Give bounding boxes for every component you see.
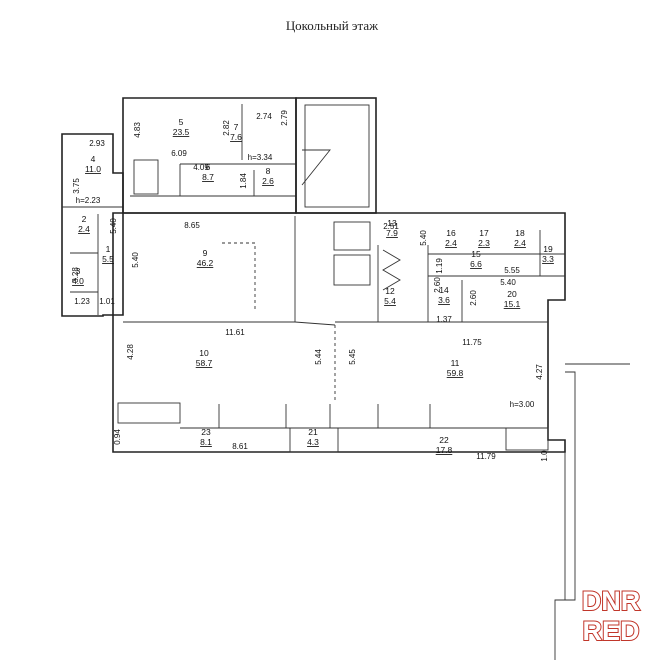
room-area-20: 15.1 — [504, 299, 521, 309]
dimension-label: 2.79 — [280, 110, 289, 126]
room-area-3: 4.0 — [72, 276, 84, 286]
dimension-label: 2.93 — [89, 139, 105, 148]
dimension-label: 5.40 — [500, 278, 516, 287]
room-number-16: 16 — [446, 228, 456, 238]
room-area-22: 17.8 — [436, 445, 453, 455]
room-area-4: 11.0 — [85, 164, 101, 174]
dimension-label: 1.0 — [540, 450, 549, 462]
room-number-17: 17 — [479, 228, 489, 238]
room-area-16: 2.4 — [445, 238, 457, 248]
dimension-label: 4.28 — [126, 344, 135, 360]
dimension-label: 5.40 — [419, 230, 428, 246]
dimension-label: h=3.00 — [510, 400, 535, 409]
room-number-3: 3 — [76, 266, 81, 276]
room-number-1: 1 — [106, 244, 111, 254]
room-number-19: 19 — [543, 244, 553, 254]
dimension-label: h=3.34 — [248, 153, 273, 162]
dimension-label: 2.82 — [222, 120, 231, 136]
dimension-label: 4.09 — [193, 163, 209, 172]
room-number-11: 11 — [451, 358, 460, 368]
room-number-5: 5 — [179, 117, 184, 127]
dimension-label: 0.94 — [113, 429, 122, 445]
dimension-label: 11.75 — [462, 338, 482, 347]
room-number-20: 20 — [507, 289, 517, 299]
room-area-6: 8.7 — [202, 172, 214, 182]
room-area-1: 5.5 — [102, 254, 114, 264]
dimension-label: 1.84 — [239, 173, 248, 189]
room-number-6: 6 — [206, 162, 211, 172]
dimension-label: 2.60 — [433, 277, 442, 293]
room-area-23: 8.1 — [200, 437, 212, 447]
room-area-7: 7.6 — [230, 132, 242, 142]
dimension-label: 6.09 — [171, 149, 187, 158]
watermark-line-1: DNR — [581, 585, 642, 617]
room-number-22: 22 — [439, 435, 449, 445]
room-area-17: 2.3 — [478, 238, 490, 248]
room-number-12: 12 — [385, 286, 395, 296]
plan-walls — [61, 97, 630, 660]
dimension-label: 5.45 — [348, 349, 357, 365]
dimension-label: 8.65 — [184, 221, 200, 230]
room-number-21: 21 — [308, 427, 318, 437]
room-number-9: 9 — [203, 248, 208, 258]
watermark-logo: DNR RED — [570, 585, 652, 650]
room-area-15: 6.6 — [470, 259, 482, 269]
room-area-13: 7.9 — [386, 228, 398, 238]
room-number-8: 8 — [266, 166, 271, 176]
room-number-18: 18 — [515, 228, 525, 238]
dimension-label: 11.79 — [476, 452, 496, 461]
dimension-label: 5.40 — [109, 218, 118, 234]
dimension-label: 1.19 — [435, 258, 444, 274]
dimension-label: 1.23 — [74, 297, 90, 306]
watermark-line-2: RED — [581, 615, 640, 647]
room-area-5: 23.5 — [173, 127, 190, 137]
room-number-7: 7 — [234, 122, 239, 132]
room-area-12: 5.4 — [384, 296, 396, 306]
dimension-label: 2.74 — [256, 112, 272, 121]
room-area-10: 58.7 — [196, 358, 213, 368]
dimension-label: 3.75 — [72, 178, 81, 194]
dimension-label: 5.55 — [504, 266, 520, 275]
room-area-18: 2.4 — [514, 238, 526, 248]
dimension-label: 4.27 — [535, 364, 544, 380]
room-number-23: 23 — [201, 427, 211, 437]
dimension-label: 2.60 — [469, 290, 478, 306]
dimension-label: h=2.23 — [76, 196, 101, 205]
dimension-label: 8.61 — [232, 442, 248, 451]
dimension-label: 1.37 — [436, 315, 452, 324]
room-area-11: 59.8 — [447, 368, 464, 378]
dimension-label: 5.44 — [314, 349, 323, 365]
dimension-label: 4.83 — [133, 122, 142, 138]
room-number-15: 15 — [471, 249, 481, 259]
room-area-19: 3.3 — [542, 254, 554, 264]
dimension-label: 2.51 — [383, 222, 399, 231]
room-area-21: 4.3 — [307, 437, 319, 447]
room-number-13: 13 — [387, 218, 397, 228]
room-area-2: 2.4 — [78, 224, 90, 234]
room-number-10: 10 — [199, 348, 209, 358]
dimension-label: 11.61 — [225, 328, 245, 337]
room-area-14: 3.6 — [438, 295, 450, 305]
dimension-label: 5.40 — [131, 252, 140, 268]
room-area-9: 46.2 — [197, 258, 214, 268]
room-number-2: 2 — [82, 214, 87, 224]
dimension-label: 1.01 — [99, 297, 115, 306]
room-number-14: 14 — [439, 285, 449, 295]
page-title: Цокольный этаж — [285, 18, 379, 33]
room-area-8: 2.6 — [262, 176, 274, 186]
room-number-4: 4 — [91, 154, 96, 164]
dimension-label: 3.28 — [71, 267, 80, 283]
